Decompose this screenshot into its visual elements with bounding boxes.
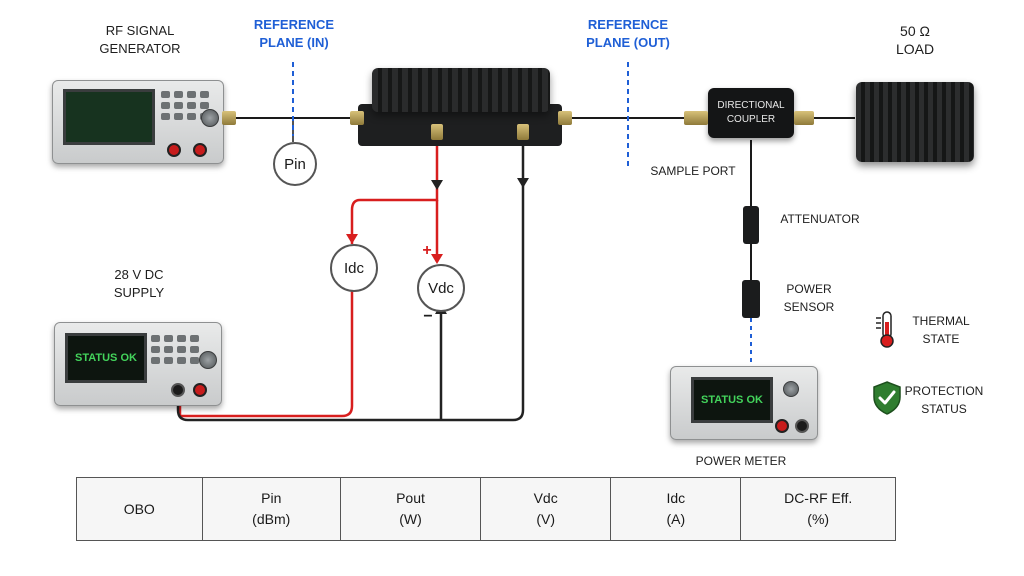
power-sensor-label: POWER SENSOR	[783, 282, 835, 314]
return-arrow	[517, 178, 529, 188]
shield-check-icon	[873, 381, 901, 415]
protection-status-label: PROTECTION STATUS	[904, 384, 984, 416]
vdc-arrow	[431, 254, 443, 264]
attenuator-label: ATTENUATOR	[780, 212, 860, 226]
generator-output-jack	[167, 143, 181, 157]
table-header-cell: OBO	[76, 477, 203, 541]
dc-return-wire	[176, 140, 525, 422]
idc-meter: Idc	[330, 244, 378, 292]
gate-arrow	[431, 180, 443, 190]
table-header-cell: DC-RF Eff. (%)	[740, 477, 896, 541]
sample-port-label: SAMPLE PORT	[650, 164, 736, 178]
table-header-cell: Idc (A)	[610, 477, 742, 541]
power-meter-screen: STATUS OK	[691, 377, 773, 423]
idc-arrow	[346, 234, 358, 244]
thermal-state-label: THERMAL STATE	[912, 314, 970, 346]
table-header-cell: Pin (dBm)	[201, 477, 341, 541]
generator-screen	[63, 89, 155, 145]
vdc-meter: Vdc	[417, 264, 465, 312]
dc-supply-screen: STATUS OK	[65, 333, 147, 383]
table-header-cell: Vdc (V)	[480, 477, 612, 541]
power-meter-jack	[775, 419, 789, 433]
rf-signal-generator	[52, 80, 224, 164]
power-amplifier-dut	[372, 68, 550, 112]
power-meter-knob	[783, 381, 799, 397]
results-table: OBO Pin (dBm) Pout (W) Vdc (V) Idc (A) D…	[76, 477, 896, 541]
dc-supply-keypad	[151, 335, 199, 364]
coupler-output-connector	[794, 111, 814, 125]
dc-supply-positive-jack	[193, 383, 207, 397]
coupler-input-connector	[684, 111, 708, 125]
dc-power-supply: STATUS OK	[54, 322, 222, 406]
vdc-meter-label: Vdc	[428, 279, 454, 297]
amplifier-rf-out-connector	[558, 111, 572, 125]
rf-generator-label: RF SIGNAL GENERATOR	[99, 23, 181, 56]
generator-knob	[201, 109, 219, 127]
dc-supply-knob	[199, 351, 217, 369]
generator-keypad	[161, 91, 209, 120]
amplifier-rf-in-connector	[350, 111, 364, 125]
pin-meter-label: Pin	[284, 155, 306, 173]
dc-supply-negative-jack	[171, 383, 185, 397]
load-label: 50 Ω LOAD	[895, 23, 935, 57]
idc-meter-label: Idc	[343, 259, 364, 277]
table-header-cell: Pout (W)	[339, 477, 482, 541]
vdc-plus-sign: +	[422, 242, 432, 259]
power-meter-label: POWER METER	[695, 454, 787, 468]
dc-positive-wire	[178, 140, 439, 418]
pin-meter: Pin	[273, 142, 317, 186]
generator-rf-connector	[222, 111, 236, 125]
vdc-minus-sign: −	[423, 308, 433, 325]
dc-supply-label: 28 V DC SUPPLY	[113, 267, 165, 300]
reference-plane-out-label: REFERENCE PLANE (OUT)	[586, 17, 670, 50]
thermometer-icon	[876, 311, 894, 348]
reference-plane-in-label: REFERENCE PLANE (IN)	[253, 17, 335, 50]
power-meter-jack-2	[795, 419, 809, 433]
attenuator	[743, 206, 759, 244]
directional-coupler: DIRECTIONAL COUPLER	[708, 88, 794, 138]
amplifier-dc-plus-connector	[431, 124, 443, 140]
power-sensor	[742, 280, 760, 318]
fifty-ohm-load	[856, 82, 974, 162]
power-meter: STATUS OK	[670, 366, 818, 440]
table-header-row: OBO Pin (dBm) Pout (W) Vdc (V) Idc (A) D…	[76, 477, 896, 541]
generator-jack-2	[193, 143, 207, 157]
amplifier-dc-return-connector	[517, 124, 529, 140]
